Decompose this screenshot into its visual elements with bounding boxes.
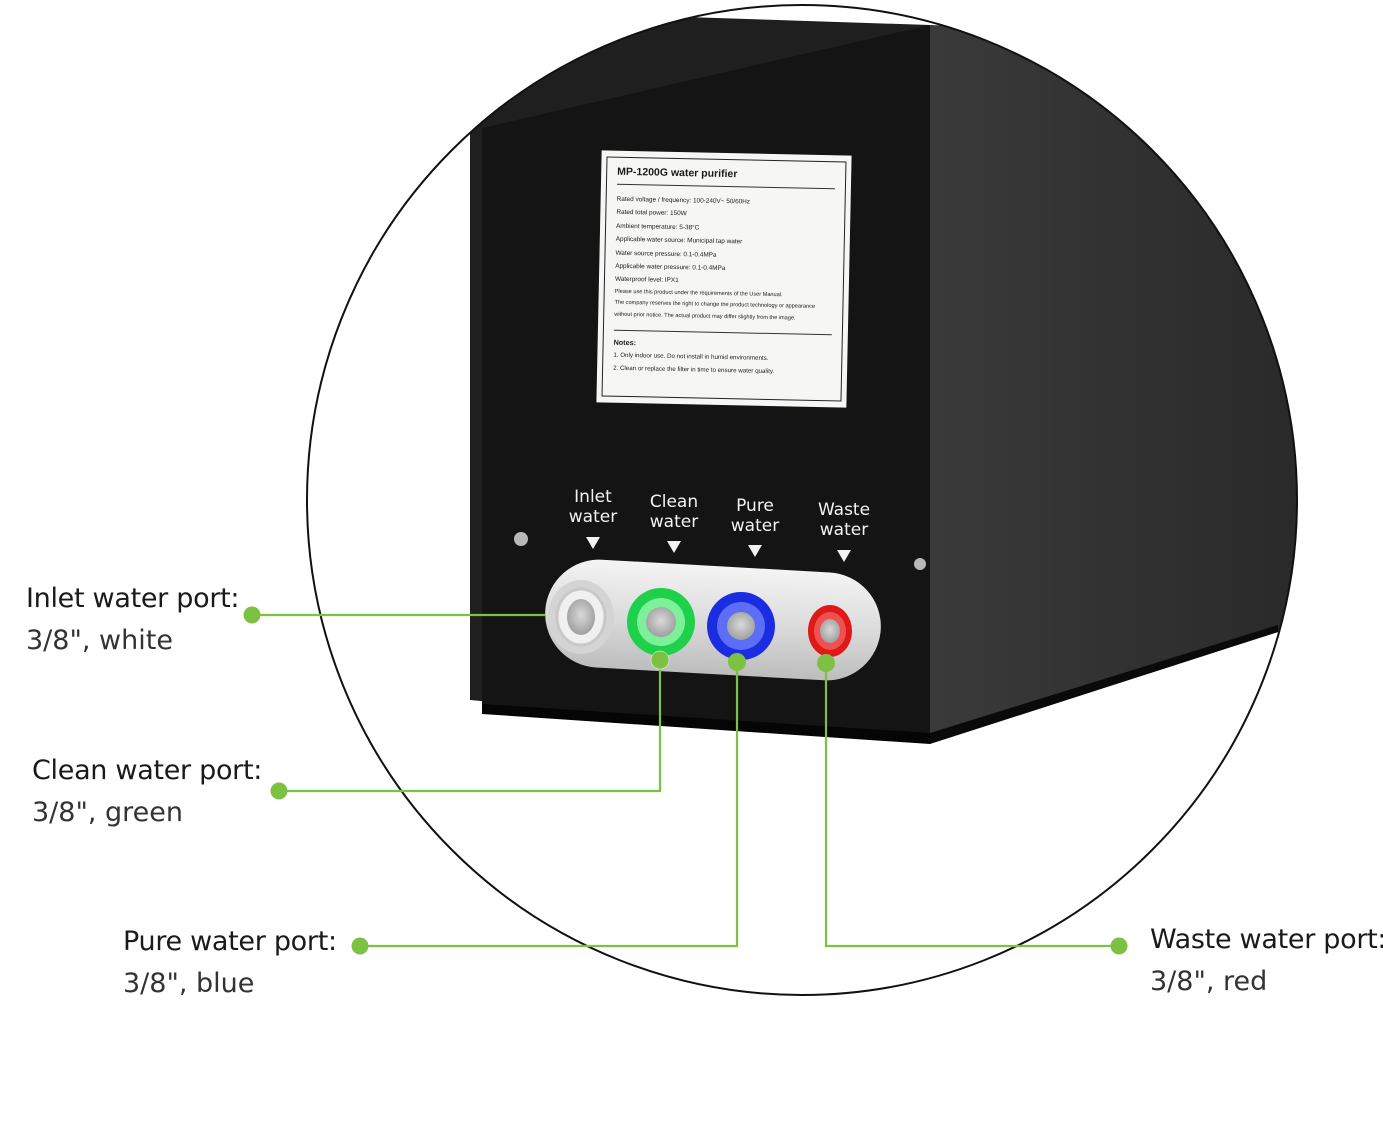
clean-port-dot xyxy=(650,650,670,670)
down-arrow-icon xyxy=(667,541,681,553)
panel-label-inlet: Inlet water xyxy=(553,487,633,527)
panel-label-line: Inlet xyxy=(574,487,612,507)
waste-callout-dot xyxy=(1110,937,1128,955)
panel-label-line: water xyxy=(730,516,780,536)
screw xyxy=(514,532,528,546)
callout-inlet: Inlet water port: 3/8", white xyxy=(26,578,240,662)
clean-port-fitting xyxy=(627,588,695,656)
panel-label-line: water xyxy=(649,512,699,532)
callout-pure: Pure water port: 3/8", blue xyxy=(123,921,337,1005)
pure-port-fitting xyxy=(707,592,775,660)
panel-label-line: water xyxy=(568,507,618,527)
pure-callout-line xyxy=(360,662,739,948)
down-arrow-icon xyxy=(837,550,851,562)
pure-callout-dot xyxy=(351,937,369,955)
callout-title: Inlet water port: xyxy=(26,583,240,614)
nameplate-title: MP-1200G water purifier xyxy=(616,165,836,190)
panel-label-pure: Pure water xyxy=(715,496,795,536)
callout-title: Clean water port: xyxy=(32,755,263,786)
pure-port-dot xyxy=(728,653,746,671)
waste-callout-line xyxy=(824,663,1119,948)
callout-clean: Clean water port: 3/8", green xyxy=(32,750,262,834)
panel-label-waste: Waste water xyxy=(804,500,884,540)
waste-port-fitting xyxy=(808,605,852,657)
purifier-side-panel xyxy=(930,25,1297,742)
callout-dots xyxy=(243,606,1128,955)
callout-spec: 3/8", white xyxy=(26,625,173,656)
clean-callout-line xyxy=(279,660,662,793)
callout-spec: 3/8", blue xyxy=(123,968,255,999)
callout-spec: 3/8", green xyxy=(32,797,184,828)
nameplate-label: MP-1200G water purifier Rated voltage / … xyxy=(596,150,852,408)
panel-label-line: Waste xyxy=(817,500,871,520)
callout-spec: 3/8", red xyxy=(1150,966,1268,997)
down-arrow-icon xyxy=(748,545,762,557)
inlet-port-fitting xyxy=(548,580,614,654)
callout-title: Waste water port: xyxy=(1150,924,1383,955)
waste-port-dot xyxy=(817,654,835,672)
callout-title: Pure water port: xyxy=(123,926,337,957)
panel-label-clean: Clean water xyxy=(634,492,714,532)
screw xyxy=(914,558,926,570)
callout-lines xyxy=(252,613,1119,948)
magnifier-circle xyxy=(306,4,1298,996)
inlet-callout-dot xyxy=(243,606,261,624)
panel-label-line: water xyxy=(819,520,869,540)
panel-label-line: Pure xyxy=(736,496,774,516)
clean-callout-dot xyxy=(270,782,288,800)
panel-label-line: Clean xyxy=(649,492,699,512)
nameplate-divider xyxy=(613,330,832,336)
callout-waste: Waste water port: 3/8", red xyxy=(1150,919,1383,1003)
down-arrow-icon xyxy=(586,537,600,549)
